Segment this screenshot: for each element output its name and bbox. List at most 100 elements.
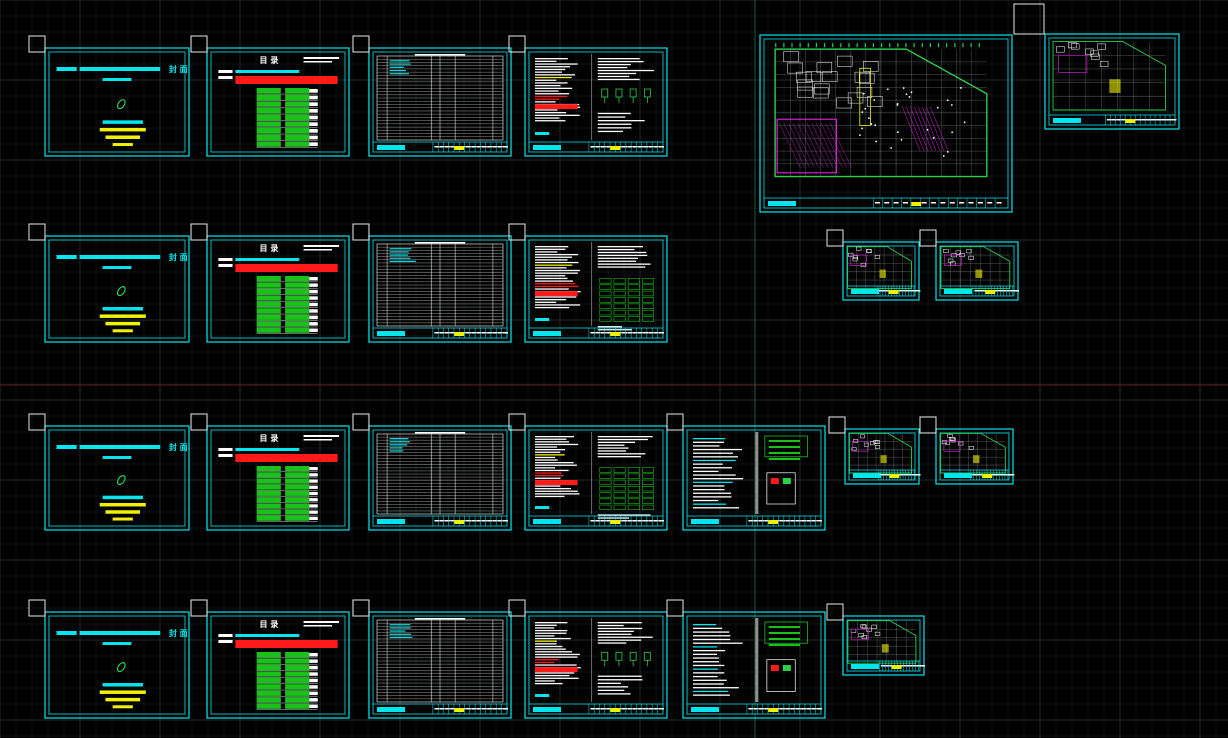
index-green-cell (285, 134, 310, 141)
drawing-sheet-notes-wide[interactable] (524, 425, 668, 531)
note-text-line (693, 668, 718, 670)
drawing-sheet-cover[interactable]: 封 面 (44, 47, 190, 157)
layout-row-1[interactable]: 封 面目 录 (44, 33, 1180, 213)
note-text-line (535, 436, 575, 438)
plan-room (1090, 50, 1099, 57)
drawing-sheet-detail[interactable] (682, 425, 826, 531)
index-green-cell (256, 282, 281, 288)
drawing-sheet-index[interactable]: 目 录 (206, 235, 350, 343)
title-block-text (1010, 290, 1016, 292)
note-text-line (535, 301, 557, 303)
index-green-cell (256, 141, 281, 147)
title-block-text (622, 332, 628, 334)
layout-corner-box (666, 413, 684, 431)
title-block-stamp (889, 474, 900, 478)
index-green-cell (285, 484, 310, 490)
layout-corner-box (919, 416, 937, 434)
index-page-number (309, 289, 318, 294)
drawing-sheet-cover[interactable]: 封 面 (44, 611, 190, 719)
title-block-text (434, 520, 440, 522)
note-text-line (535, 288, 569, 290)
drawing-sheet-cover[interactable]: 封 面 (44, 425, 190, 531)
notes-schedule-cell (642, 297, 655, 303)
detail-legend-box (764, 621, 808, 644)
title-block-stamp (610, 332, 621, 336)
index-green-cell (256, 690, 281, 696)
note-text-line (597, 444, 625, 446)
cover-company-bar (105, 697, 141, 702)
drawing-sheet-notes[interactable] (524, 611, 668, 719)
plan-column-dot (886, 88, 889, 91)
drawing-sheet-notes[interactable] (524, 47, 668, 157)
plan-room (955, 250, 962, 255)
title-block-text (893, 202, 899, 204)
note-text-line (535, 63, 578, 65)
title-block-text (780, 520, 786, 522)
note-text-line (597, 639, 642, 641)
plan-room (968, 255, 974, 260)
index-green-cell (256, 490, 281, 496)
drawing-sheet-plan-large[interactable] (759, 34, 1013, 213)
drawing-sheet-plan-small[interactable] (842, 241, 921, 301)
drawing-sheet-cover[interactable]: 封 面 (44, 235, 190, 343)
drawing-sheet-list[interactable] (368, 47, 512, 157)
title-block-text (643, 146, 649, 148)
drawing-sheet-list[interactable] (368, 611, 512, 719)
index-stamp-line (303, 245, 340, 247)
drawing-sheet-list[interactable] (368, 235, 512, 343)
notes-schedule-cell (613, 303, 626, 309)
cover-title-bar (79, 445, 161, 449)
title-block-text (450, 708, 456, 710)
note-text-line (597, 254, 648, 257)
sheet-outer-frame (842, 615, 925, 676)
drawing-sheet-notes-wide[interactable] (524, 235, 668, 343)
title-block-text (753, 708, 759, 710)
title-block-text (921, 202, 927, 204)
plan-dimension-tick (848, 43, 850, 48)
note-text-line (597, 130, 623, 133)
title-block-text (497, 332, 503, 334)
title-block-logo (768, 201, 796, 206)
note-text-line (597, 627, 643, 630)
note-text-line (535, 456, 556, 459)
drawing-sheet-detail[interactable] (682, 611, 826, 719)
index-stamp-line (303, 61, 332, 63)
layout-row-3[interactable]: 封 面目 录 (44, 425, 1015, 531)
title-block-text (606, 146, 612, 148)
drawing-sheet-plan-small[interactable] (935, 241, 1019, 301)
index-green-cell (285, 497, 310, 503)
layout-row-4[interactable]: 封 面目 录 (44, 611, 926, 719)
title-block-text (1121, 119, 1127, 121)
notes-schedule-cell (642, 473, 655, 479)
detail-legend-row (768, 632, 801, 634)
notes-schedule-cell (599, 303, 612, 309)
drawing-sheet-plan-small[interactable] (935, 428, 1015, 485)
drawing-sheet-index[interactable]: 目 录 (206, 425, 350, 531)
drawing-sheet-index[interactable]: 目 录 (206, 611, 350, 719)
list-cell-text (389, 60, 410, 62)
plan-outline (940, 246, 1011, 289)
index-green-cell (256, 121, 281, 127)
index-green-cell (256, 684, 281, 690)
index-page-number (309, 129, 318, 133)
drawing-sheet-plan-small[interactable] (1044, 33, 1180, 130)
title-block-text (992, 474, 998, 476)
drawing-sheet-list[interactable] (368, 425, 512, 531)
drawing-sheet-plan-small[interactable] (844, 428, 921, 485)
notes-schedule-cell (642, 284, 655, 290)
drawing-sheet-plan-small[interactable] (842, 615, 926, 676)
note-text-line (693, 690, 729, 693)
cover-title-glyph: 封 面 (169, 252, 188, 262)
sheet-inner-frame (372, 429, 508, 527)
plan-room (860, 262, 866, 267)
sheet-inner-frame (372, 51, 508, 153)
drawing-sheet-index[interactable]: 目 录 (206, 47, 350, 157)
title-block-text (434, 708, 440, 710)
title-block-text (627, 146, 633, 148)
title-block-text (658, 146, 664, 148)
note-text-line (535, 459, 558, 461)
index-green-cell (256, 478, 281, 484)
layout-row-2[interactable]: 封 面目 录 (44, 235, 1019, 343)
title-block-text (764, 708, 770, 710)
